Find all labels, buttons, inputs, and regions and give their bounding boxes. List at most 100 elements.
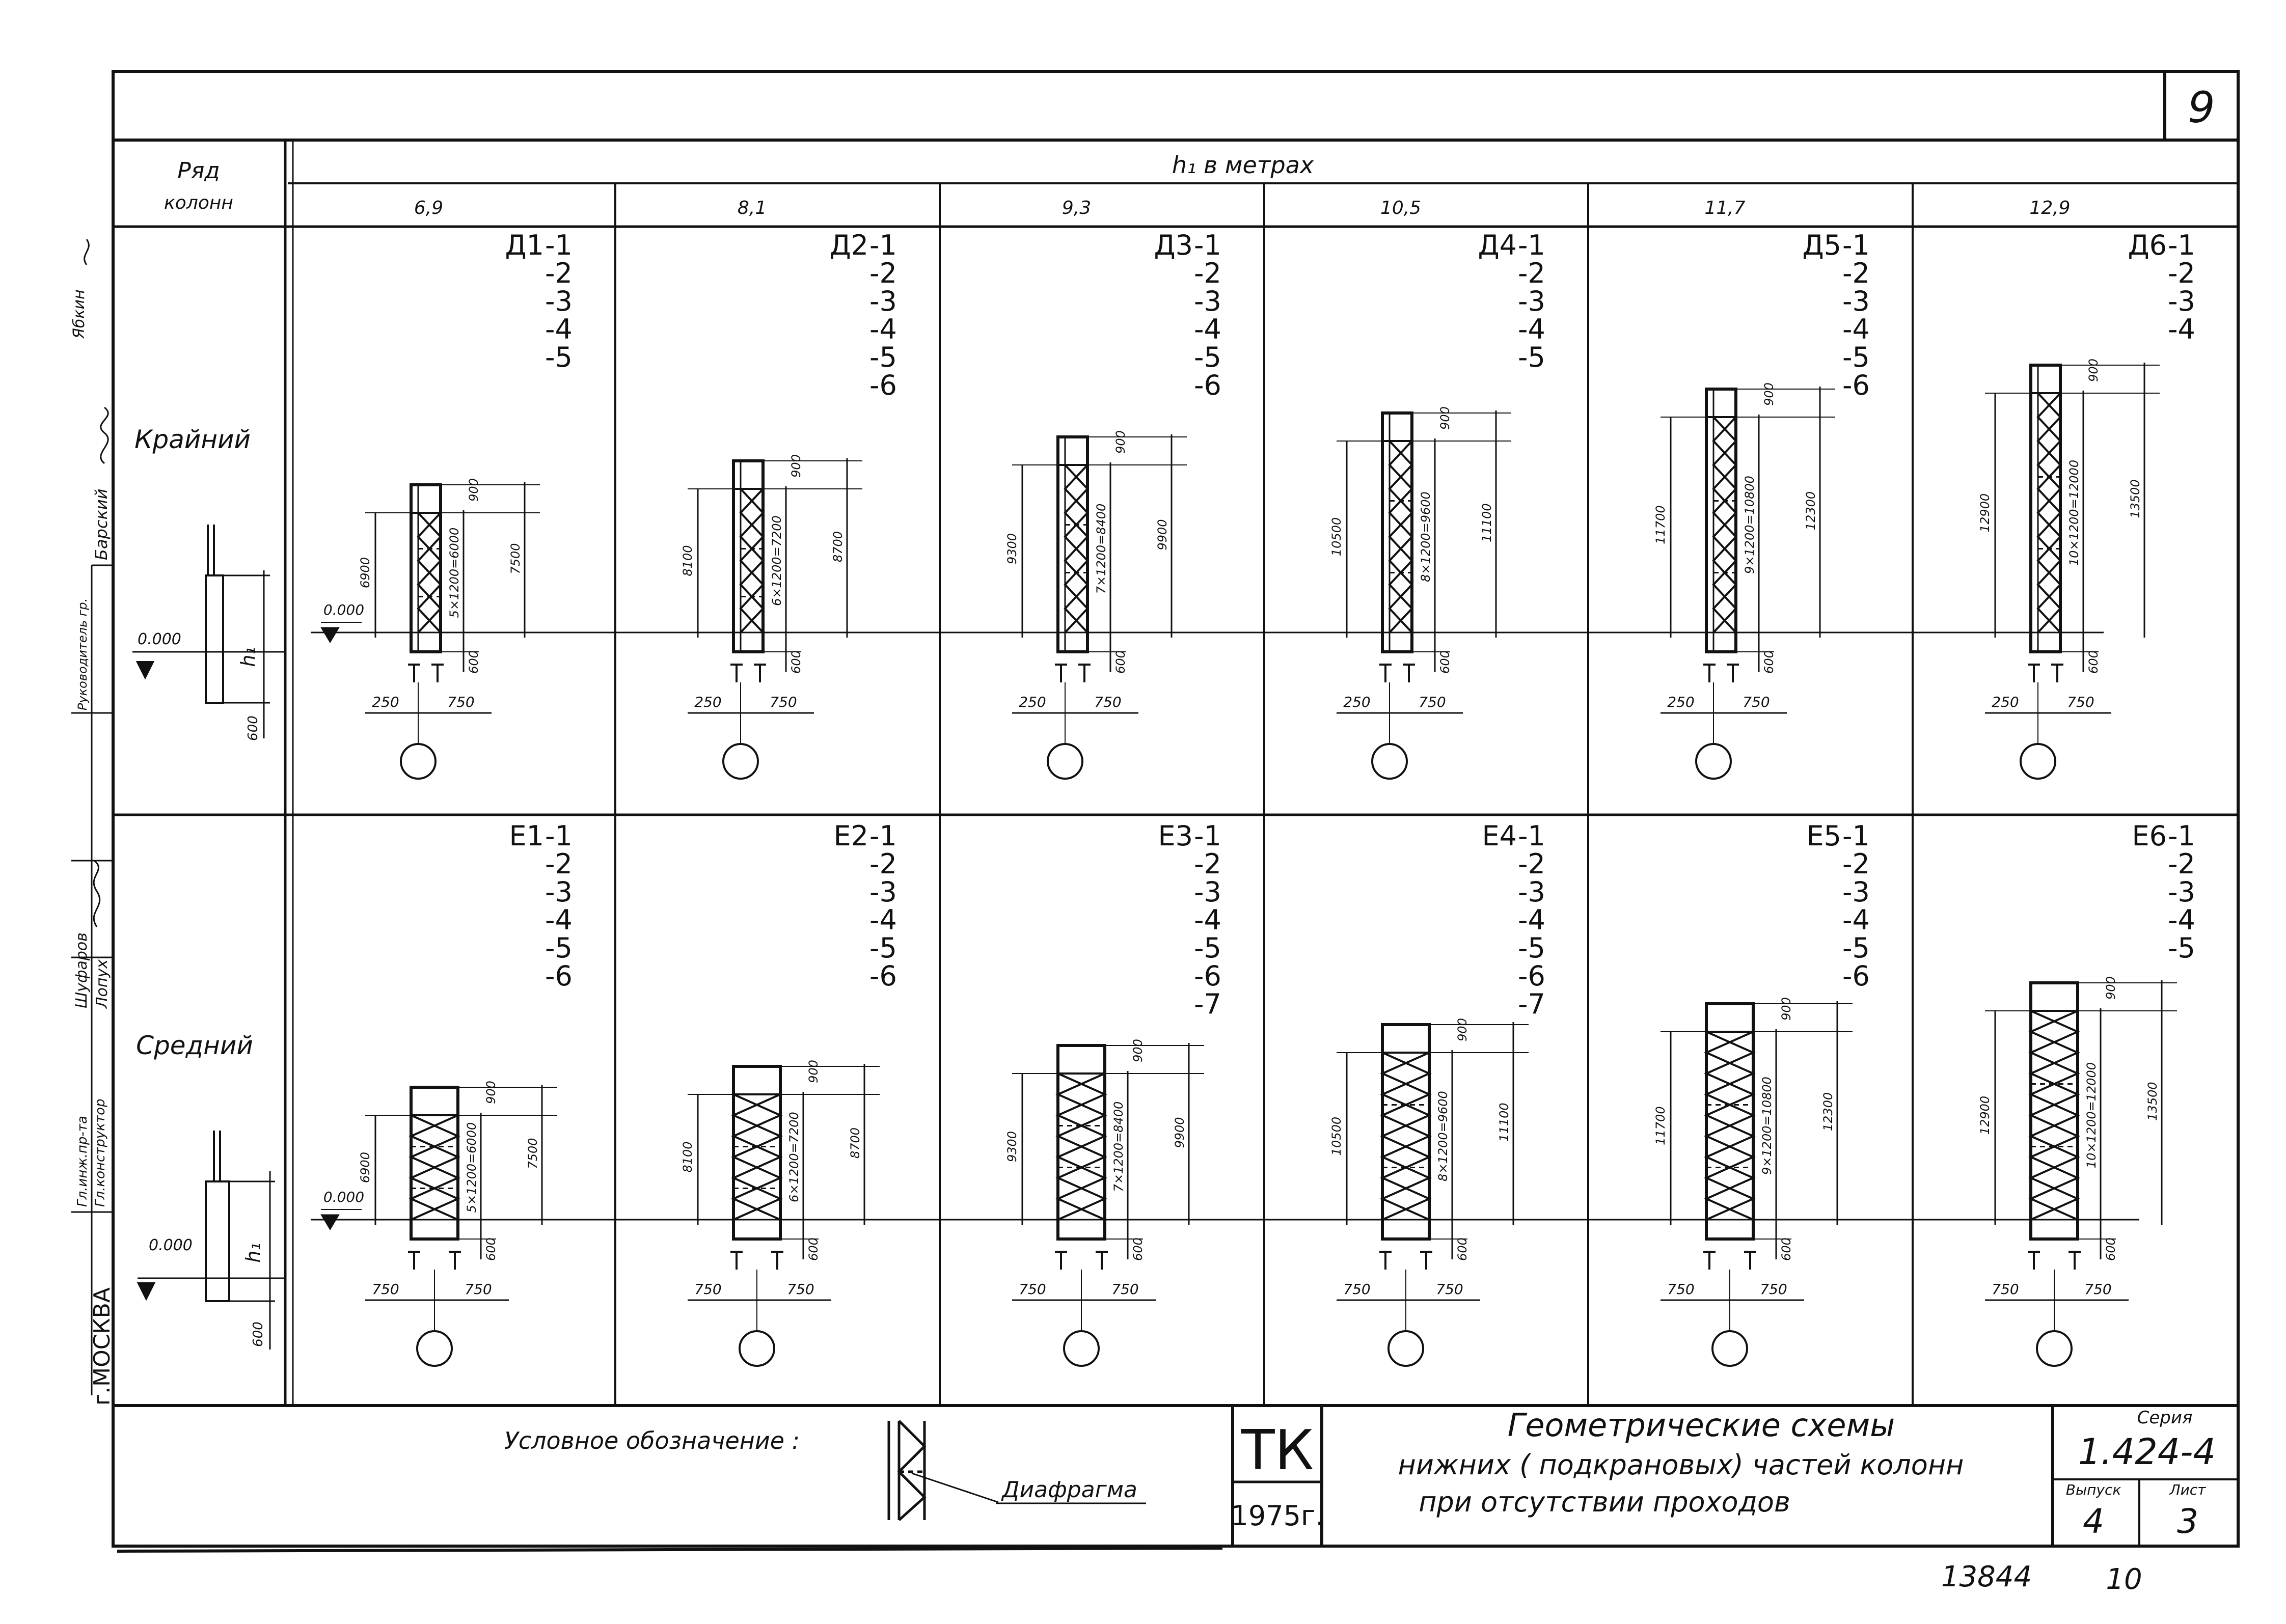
dim-mid-value: 9×1200=10800 — [1760, 1077, 1774, 1175]
title-line-1: Геометрические схемы — [1508, 1407, 1895, 1444]
dim-top-value: 900 — [789, 454, 803, 478]
dim-right-offset: 750 — [447, 694, 474, 710]
column-mark: -5 — [2168, 932, 2195, 964]
stamp-city: г.МОСКВА — [89, 1287, 115, 1406]
stamp-line-2: Гл.конструктор — [93, 1098, 108, 1207]
height-label: 10,5 — [1380, 198, 1421, 218]
column-mark: -4 — [1518, 313, 1545, 345]
column-lattice-cross — [409, 1114, 460, 1221]
column-lattice-cross — [739, 488, 765, 634]
dim-total-value: 9900 — [1155, 519, 1169, 550]
column-lattice — [2036, 392, 2062, 634]
title-line-2: нижних ( подкрановых) частей колонн — [1398, 1449, 1964, 1481]
signature-3 — [84, 239, 90, 265]
legend-diaphragm-symbol — [887, 1420, 1146, 1521]
signature-1 — [93, 860, 101, 927]
dim-base-value: 600 — [1113, 650, 1128, 674]
row-sketch-middle-level: 0.000 — [149, 1236, 193, 1254]
column-mark: -4 — [869, 313, 897, 345]
column-lattice-cross — [2036, 392, 2062, 634]
row-sketch-edge-h: h₁ — [237, 647, 259, 667]
dim-base-value: 600 — [1455, 1237, 1469, 1261]
axis-marker-circle — [2036, 1330, 2073, 1367]
column-mark: -5 — [1842, 341, 1870, 373]
dim-total-value: 13500 — [2145, 1082, 2160, 1120]
column-mark: -5 — [1842, 932, 1870, 964]
dim-total-value: 8700 — [831, 531, 845, 562]
column-mark: -1 — [1518, 820, 1545, 852]
column-mark: -3 — [545, 285, 573, 317]
column-mark: -1 — [1518, 229, 1545, 261]
column-lattice — [731, 1093, 783, 1221]
header-row-label-1: Ряд — [177, 158, 220, 184]
dim-total-value: 7500 — [526, 1138, 540, 1169]
dim-mid-value: 5×1200=6000 — [465, 1122, 479, 1213]
dim-right-offset: 750 — [1419, 694, 1446, 710]
column-mark: -2 — [1842, 257, 1870, 289]
row-sketch-middle — [137, 1131, 285, 1350]
legend-label: Условное обозначение : — [504, 1427, 800, 1454]
dim-left-offset: 750 — [1667, 1281, 1694, 1298]
row-sketch-edge-level: 0.000 — [138, 630, 181, 648]
column-mark: -1 — [1194, 820, 1221, 852]
column-mark: -5 — [545, 341, 573, 373]
dim-base-value: 600 — [484, 1237, 498, 1261]
column-mark: -2 — [2168, 257, 2195, 289]
column-lattice-cross — [1712, 416, 1737, 634]
dim-total-value: 8700 — [848, 1127, 862, 1159]
column-mark: -3 — [1518, 876, 1545, 908]
column-mark: -5 — [1518, 932, 1545, 964]
dim-h-value: 8100 — [681, 1141, 695, 1172]
issue-value: 4 — [2083, 1502, 2104, 1541]
column-mark: -1 — [869, 229, 897, 261]
series-value: 1.424-4 — [2078, 1431, 2216, 1473]
column-mark: -3 — [2168, 876, 2195, 908]
column-mark: -2 — [2168, 848, 2195, 880]
column-id: Д2 — [829, 229, 868, 261]
column-mark: -6 — [869, 960, 897, 992]
column-mark: -5 — [1194, 341, 1221, 373]
dim-base-value: 600 — [467, 650, 481, 674]
stamp-line-1: Гл.инж.пр-та — [75, 1116, 90, 1207]
axis-marker-circle — [2020, 743, 2056, 780]
sheet-label: Лист — [2169, 1481, 2207, 1498]
series-label: Серия — [2137, 1408, 2193, 1428]
column-lattice — [1388, 440, 1413, 634]
column-lattice-cross — [1055, 1072, 1107, 1221]
column-id: Е1 — [509, 820, 544, 852]
column-id: Д6 — [2128, 229, 2167, 261]
dim-right-offset: 750 — [787, 1281, 814, 1298]
dim-left-offset: 750 — [1019, 1281, 1046, 1298]
dim-base-value: 600 — [2086, 650, 2101, 674]
column-outline — [1381, 411, 1413, 653]
column-mark: -4 — [1518, 904, 1545, 936]
column-lattice — [1380, 1052, 1432, 1221]
column-mark: -2 — [1518, 257, 1545, 289]
dim-right-offset: 750 — [465, 1281, 492, 1298]
column-mark: -7 — [1518, 988, 1545, 1020]
dim-h-value: 12900 — [1978, 493, 1992, 532]
dim-left-offset: 750 — [1343, 1281, 1370, 1298]
dim-base-value: 600 — [2104, 1237, 2118, 1261]
dim-base-value: 600 — [1131, 1237, 1145, 1261]
height-label: 12,9 — [2029, 198, 2070, 218]
dim-top-value: 900 — [1455, 1018, 1469, 1041]
dim-h-value: 9300 — [1005, 533, 1019, 564]
dim-top-value: 900 — [1131, 1039, 1145, 1062]
dim-left-offset: 750 — [1992, 1281, 2019, 1298]
column-mark: -1 — [2168, 820, 2195, 852]
archive-sheet: 10 — [2106, 1563, 2142, 1596]
column-mark: -2 — [1518, 848, 1545, 880]
column-mark: -4 — [545, 904, 573, 936]
column-mark: -6 — [545, 960, 573, 992]
dim-mid-value: 9×1200=10800 — [1743, 476, 1757, 574]
column-mark: -1 — [1194, 229, 1221, 261]
height-label: 9,3 — [1062, 198, 1091, 218]
height-label: 6,9 — [414, 198, 443, 218]
